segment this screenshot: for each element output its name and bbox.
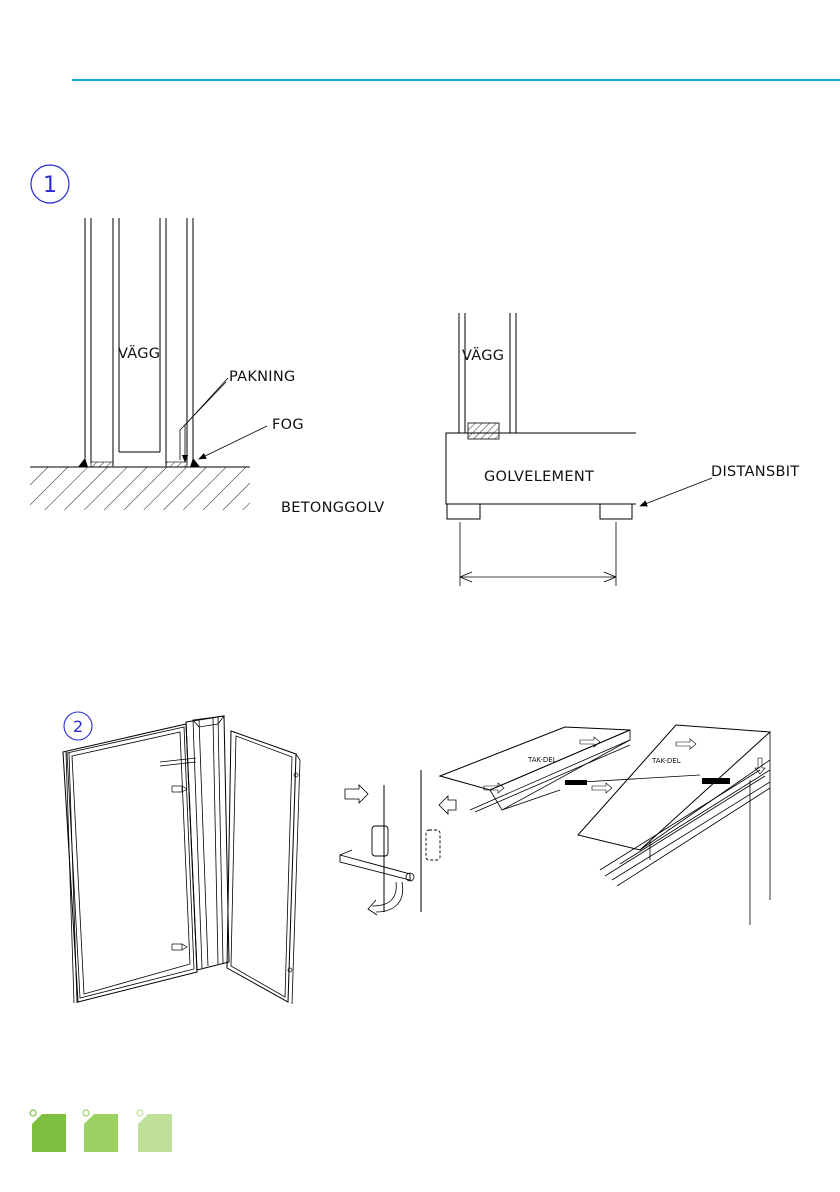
step-1-number: 1 [43, 173, 57, 198]
step-2-marker: 2 [64, 712, 92, 740]
logo-mark-2 [84, 1114, 118, 1152]
spacer-label: DISTANSBIT [711, 464, 799, 480]
roof-part-label-right: TAK-DEL [651, 757, 681, 765]
gasket-label: PAKNING [229, 369, 296, 385]
wall-label: VÄGG [118, 344, 160, 362]
wall-panels-with-post-illustration [63, 716, 300, 1004]
roof-part-label-left: TAK-DEL [527, 756, 557, 764]
logo-mark-1 [32, 1114, 66, 1152]
concrete-floor-label: BETONGGOLV [281, 500, 385, 516]
step-1-marker: 1 [31, 165, 69, 203]
wall-on-concrete-floor-detail: VÄGG PAKNING FOG BETONGGOLV [30, 218, 385, 516]
footer-logo [30, 1110, 172, 1152]
joint-label: FOG [272, 417, 304, 433]
roof-parts-illustration: TAK-DEL TAK-DEL [440, 725, 770, 925]
floor-element-label: GOLVELEMENT [484, 469, 594, 485]
allen-key-connector-detail [340, 770, 456, 915]
wall-on-floor-element-detail: VÄGG GOLVELEMENT DISTANSBIT [446, 313, 799, 586]
logo-mark-3 [138, 1114, 172, 1152]
step-2-number: 2 [73, 717, 83, 736]
wall-label-right: VÄGG [462, 346, 504, 364]
